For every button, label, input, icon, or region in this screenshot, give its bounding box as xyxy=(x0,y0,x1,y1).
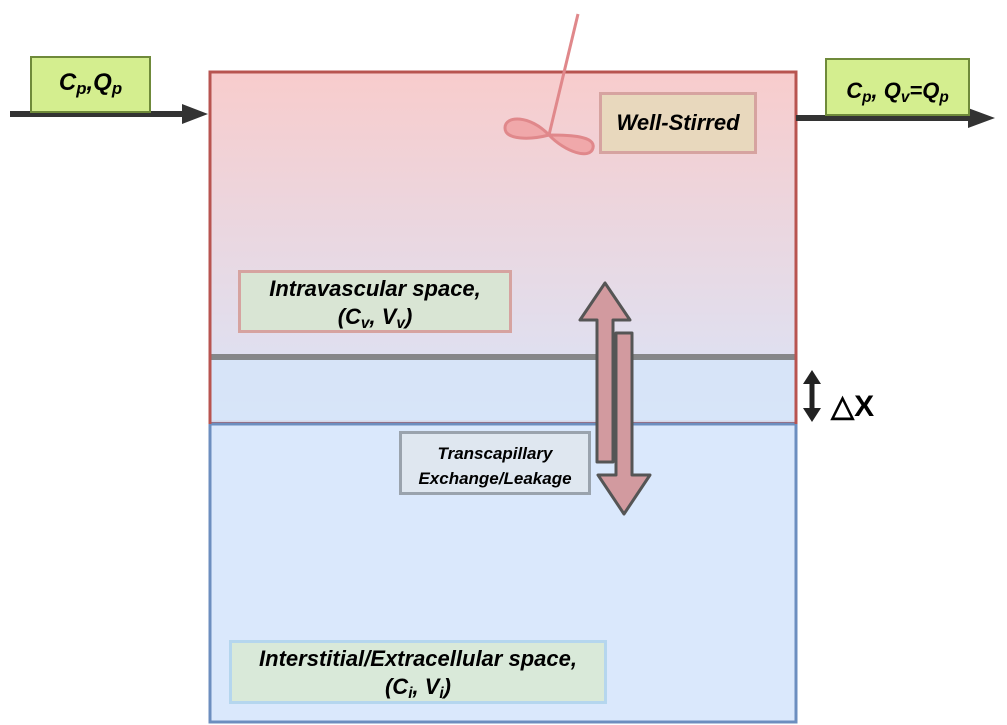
outflow-label: Cp, Qv=Qp xyxy=(825,58,970,116)
outflow-arrow xyxy=(796,108,995,128)
capillary-wall-band xyxy=(211,358,795,422)
exchange-label: Transcapillary Exchange/Leakage xyxy=(399,431,591,495)
intravascular-label: Intravascular space, (Cv, Vv) xyxy=(238,270,512,333)
thickness-label: △X xyxy=(831,390,875,423)
exchange-line-2: Exchange/Leakage xyxy=(418,468,572,488)
exchange-down-arrow xyxy=(596,331,652,516)
well-stirred-label: Well-Stirred xyxy=(599,92,757,154)
inflow-label: Cp,Qp xyxy=(30,56,151,113)
stirrer-icon xyxy=(503,13,595,156)
exchange-up-arrow xyxy=(578,281,632,464)
intravascular-params: (Cv, Vv) xyxy=(337,303,413,332)
interstitial-label: Interstitial/Extracellular space, (Ci, V… xyxy=(229,640,607,704)
thickness-arrow xyxy=(803,370,821,422)
interstitial-params: (Ci, Vi) xyxy=(384,673,451,702)
intravascular-title: Intravascular space, xyxy=(269,276,481,301)
inflow-arrow xyxy=(10,104,208,124)
exchange-line-1: Transcapillary xyxy=(437,444,553,463)
interstitial-title: Interstitial/Extracellular space, xyxy=(259,646,577,671)
